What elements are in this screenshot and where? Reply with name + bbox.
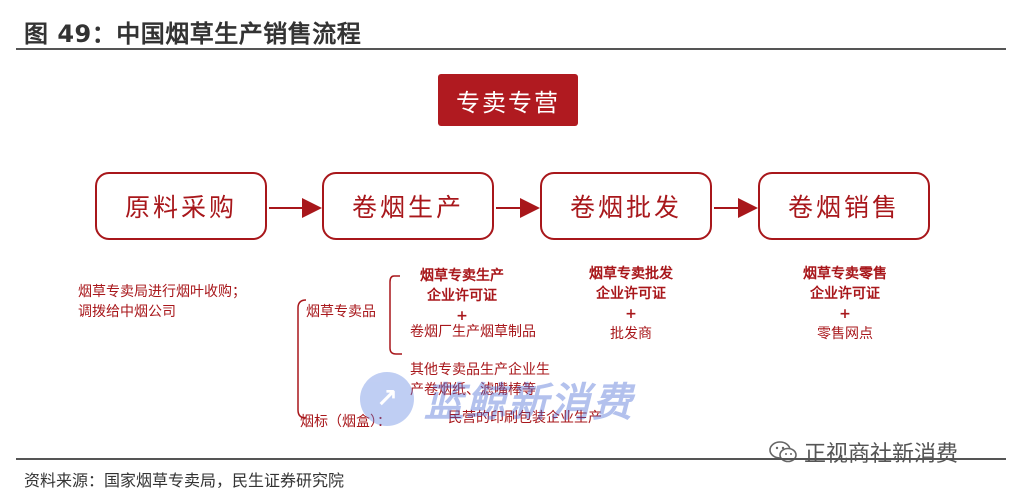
figure-source: 资料来源：国家烟草专卖局，民生证券研究院 [24, 471, 345, 490]
stage-cigarette-production: 卷烟生产 [322, 172, 494, 240]
wholesale-license-note: 烟草专卖批发 企业许可证 + 批发商 [578, 264, 684, 344]
production-plus: + [456, 308, 468, 324]
bottom-rule [16, 458, 1006, 460]
top-rule [16, 48, 1006, 50]
retail-line2: 企业许可证 [810, 286, 880, 302]
stage-raw-material-procurement: 原料采购 [95, 172, 267, 240]
stage-cigarette-wholesale: 卷烟批发 [540, 172, 712, 240]
other-producers-line2: 产卷烟纸、滤嘴棒等 [410, 382, 536, 398]
wholesale-plus: + [625, 306, 637, 322]
retail-line3: 零售网点 [817, 326, 873, 342]
factory-production-note: 卷烟厂生产烟草制品 [410, 324, 536, 340]
procurement-note-line1: 烟草专卖局进行烟叶收购； [78, 284, 246, 300]
production-license-line1: 烟草专卖生产 [420, 268, 504, 284]
procurement-note: 烟草专卖局进行烟叶收购； 调拨给中烟公司 [78, 282, 246, 322]
retail-plus: + [839, 306, 851, 322]
other-producers-line1: 其他专卖品生产企业生 [410, 362, 550, 378]
wechat-account: 正视商社新消费 [768, 436, 958, 468]
wholesale-line3: 批发商 [610, 326, 652, 342]
private-printing-note: 民营的印刷包装企业生产 [448, 410, 602, 426]
figure-title: 图 49：中国烟草生产销售流程 [24, 20, 362, 48]
production-license-note: 烟草专卖生产 企业许可证 + [408, 266, 516, 326]
watermark: ↗ 蓝鲸新消费 [360, 372, 680, 426]
stage-cigarette-retail: 卷烟销售 [758, 172, 930, 240]
production-license-line2: 企业许可证 [427, 288, 497, 304]
monopoly-banner: 专卖专营 [438, 74, 578, 126]
watermark-text: 蓝鲸新消费 [424, 380, 634, 426]
watermark-logo-icon: ↗ [360, 372, 414, 426]
retail-line1: 烟草专卖零售 [803, 266, 887, 282]
wholesale-line2: 企业许可证 [596, 286, 666, 302]
wechat-handle: 正视商社新消费 [804, 442, 959, 467]
wechat-icon [769, 441, 797, 463]
other-monopoly-producers-note: 其他专卖品生产企业生 产卷烟纸、滤嘴棒等 [410, 360, 550, 400]
wholesale-line1: 烟草专卖批发 [589, 266, 673, 282]
cigarette-label-label: 烟标（烟盒）： [300, 414, 391, 430]
procurement-note-line2: 调拨给中烟公司 [78, 304, 176, 320]
brace-production-items [297, 299, 307, 419]
retail-license-note: 烟草专卖零售 企业许可证 + 零售网点 [790, 264, 900, 344]
brace-monopoly-goods [389, 275, 402, 355]
monopoly-goods-label: 烟草专卖品 [306, 304, 376, 320]
